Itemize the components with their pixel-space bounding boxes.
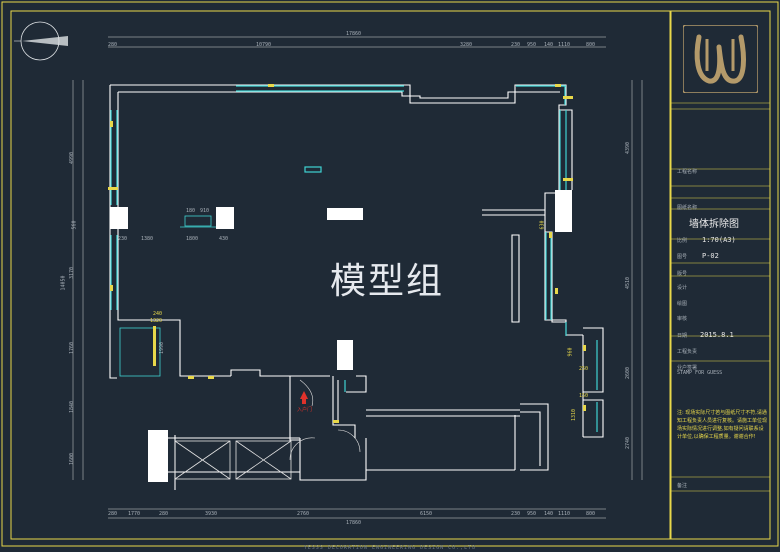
label-1990: 1990: [159, 341, 166, 355]
entrance-door: [299, 379, 314, 407]
dim-left-4: 1760: [69, 341, 76, 355]
dim-top-1: 280: [108, 42, 118, 48]
dim-bottom-11: 800: [586, 511, 596, 517]
dim-left-2: 560: [71, 220, 78, 230]
dim-bottom-8: 950: [527, 511, 537, 517]
utility-boxes: [174, 440, 292, 480]
drawing-name-label: 图纸名称: [677, 205, 698, 211]
label-1320: 1320: [150, 318, 163, 324]
sheet-value: P-02: [702, 252, 719, 260]
walls: [109, 84, 604, 490]
dim-right-4: 2740: [625, 436, 632, 450]
owner-sub: STAMP FOR GUESS: [677, 370, 723, 376]
draw-label: 绘图: [677, 301, 688, 307]
sheet-label: 图号: [677, 254, 688, 260]
label-240: 240: [153, 311, 163, 317]
dim-top-5: 950: [527, 42, 537, 48]
footer-caption: YESSS DECORATION ENGINEERING DESIGN CO.,…: [303, 545, 477, 551]
dim-top-4: 230: [511, 42, 521, 48]
dim-bottom-7: 230: [511, 511, 521, 517]
columns: [110, 190, 572, 482]
door-swing-2: [289, 437, 316, 461]
dim-bottom-3: 280: [159, 511, 169, 517]
remark-label: 备注: [677, 483, 688, 489]
dim-bottom-10: 1110: [558, 511, 571, 517]
dim-right-3: 2600: [625, 366, 632, 380]
dim-left-3: 3170: [69, 266, 76, 280]
dim-bottom-9: 140: [544, 511, 554, 517]
inner-frame: [10, 10, 671, 540]
label-630: 630: [539, 220, 546, 230]
dim-bottom-2: 1770: [128, 511, 141, 517]
scale-label: 比例: [677, 238, 688, 244]
dim-top-7: 1110: [558, 42, 571, 48]
dim-left-total: 14050: [60, 275, 67, 291]
title-block-frame: [670, 10, 771, 540]
dim-top-total: 17860: [346, 31, 362, 37]
dim-top-2: 10790: [256, 42, 272, 48]
dim-left-6: 1600: [69, 452, 76, 466]
segment-label-230: 230: [118, 236, 128, 242]
dim-bottom-1: 280: [108, 511, 118, 517]
check-label: 审核: [677, 316, 688, 322]
date-value: 2015.8.1: [700, 331, 734, 339]
label-250: 250: [579, 366, 589, 372]
north-arrow-icon: [14, 21, 68, 61]
notes-text: 注: 现场实际尺寸若与图纸尺寸不符,请通知工程负责人员进行复核。请施工单位现场实…: [677, 410, 768, 440]
segment-label-180: 180: [186, 208, 196, 214]
label-150: 150: [579, 393, 589, 399]
segment-label-1800: 1800: [186, 236, 199, 242]
logo-icon: [683, 25, 758, 93]
dim-bottom-4: 3930: [205, 511, 218, 517]
label-1310: 1310: [571, 408, 578, 422]
segment-dims-row: [180, 215, 216, 228]
dim-top-3: 3280: [460, 42, 473, 48]
segment-label-430: 430: [219, 236, 229, 242]
project-label: 工程名称: [677, 169, 698, 175]
entrance-label: 入户门: [297, 407, 313, 413]
stamp-label: 工程负责: [677, 349, 698, 355]
dim-bottom-5: 2760: [297, 511, 310, 517]
segment-label-910: 910: [200, 208, 210, 214]
door-swing: [337, 429, 361, 453]
segment-label-1380: 1380: [141, 236, 154, 242]
date-label: 日期: [677, 333, 688, 339]
design-label: 设计: [677, 285, 688, 291]
dimension-lines: [72, 36, 643, 519]
title-block-lines: [671, 102, 770, 492]
owner-label: 业户签署: [677, 365, 698, 371]
version-label: 版号: [677, 271, 688, 277]
label-960: 960: [567, 347, 574, 357]
drawing-title: 墙体拆除图: [689, 219, 739, 230]
dim-top-8: 800: [586, 42, 596, 48]
dim-right-2: 4510: [625, 276, 632, 290]
dim-bottom-6: 6150: [420, 511, 433, 517]
dim-right-1: 4390: [625, 141, 632, 155]
watermark-text: 模型组: [330, 261, 445, 302]
dim-left-1: 4990: [69, 151, 76, 165]
dim-bottom-total: 17860: [346, 520, 362, 526]
dim-left-5: 1840: [69, 400, 76, 414]
dim-top-6: 140: [544, 42, 554, 48]
markers: [108, 84, 586, 423]
scale-value: 1:70(A3): [702, 236, 736, 244]
